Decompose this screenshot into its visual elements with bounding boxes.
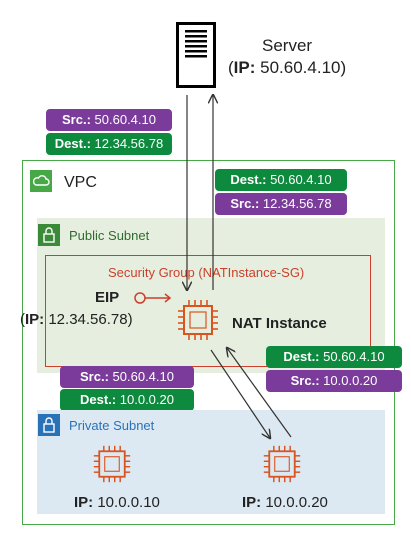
packet-tag: Dest.: 12.34.56.78: [46, 133, 172, 155]
tag-value: 12.34.56.78: [262, 196, 332, 211]
packet-tag: Src.: 10.0.0.20: [266, 370, 402, 392]
server-icon: [176, 22, 216, 88]
eip-label: EIP: [95, 289, 120, 306]
eip-ip-value: 12.34.56.78: [48, 311, 128, 328]
instance-ip: IP: 10.0.0.10: [74, 494, 160, 511]
instance-ip-key: IP:: [74, 494, 94, 511]
private-subnet-label: Private Subnet: [69, 418, 155, 433]
packet-tag: Dest.: 50.60.4.10: [266, 346, 402, 368]
tag-key: Dest.:: [54, 136, 91, 151]
server-ip: (IP: 50.60.4.10): [228, 58, 347, 77]
eip-ip-key: IP:: [25, 311, 45, 328]
instance-ip: IP: 10.0.0.20: [242, 494, 328, 511]
tag-value: 50.60.4.10: [323, 349, 385, 364]
nat-instance-label: NAT Instance: [232, 315, 327, 332]
instance-ip-value: 10.0.0.10: [97, 494, 160, 511]
eip-arrow-icon: [134, 292, 172, 304]
packet-tag: Dest.: 50.60.4.10: [215, 169, 347, 191]
tag-key: Src.:: [290, 373, 320, 388]
tag-key: Src.:: [62, 112, 91, 127]
security-group-label: Security Group (NATInstance-SG): [108, 265, 305, 280]
vpc-label: VPC: [64, 174, 97, 191]
chip-icon: [178, 300, 218, 340]
tag-key: Dest.:: [230, 172, 267, 187]
lock-icon: [38, 414, 60, 436]
public-subnet-label: Public Subnet: [69, 228, 150, 243]
tag-value: 50.60.4.10: [270, 172, 332, 187]
tag-value: 50.60.4.10: [112, 369, 174, 384]
lock-icon: [38, 224, 60, 246]
packet-tag: Src.: 50.60.4.10: [60, 366, 194, 388]
packet-tag: Src.: 50.60.4.10: [46, 109, 172, 131]
tag-key: Dest.:: [283, 349, 320, 364]
tag-value: 50.60.4.10: [94, 112, 156, 127]
packet-tag: Dest.: 10.0.0.20: [60, 389, 194, 411]
chip-icon: [93, 445, 131, 483]
cloud-icon: [30, 170, 52, 192]
tag-key: Dest.:: [80, 392, 117, 407]
chip-icon: [263, 445, 301, 483]
server-title: Server: [262, 36, 313, 55]
server-ip-value: 50.60.4.10: [260, 58, 341, 77]
packet-tag: Src.: 12.34.56.78: [215, 193, 347, 215]
tag-key: Src.:: [80, 369, 109, 384]
security-group-box: [45, 255, 371, 367]
tag-key: Src.:: [230, 196, 260, 211]
tag-value: 10.0.0.20: [323, 373, 378, 388]
instance-ip-key: IP:: [242, 494, 262, 511]
tag-value: 10.0.0.20: [119, 392, 174, 407]
instance-ip-value: 10.0.0.20: [265, 494, 328, 511]
tag-value: 12.34.56.78: [94, 136, 164, 151]
server-ip-key: IP:: [233, 58, 256, 77]
eip-ip: (IP: 12.34.56.78): [20, 311, 133, 328]
